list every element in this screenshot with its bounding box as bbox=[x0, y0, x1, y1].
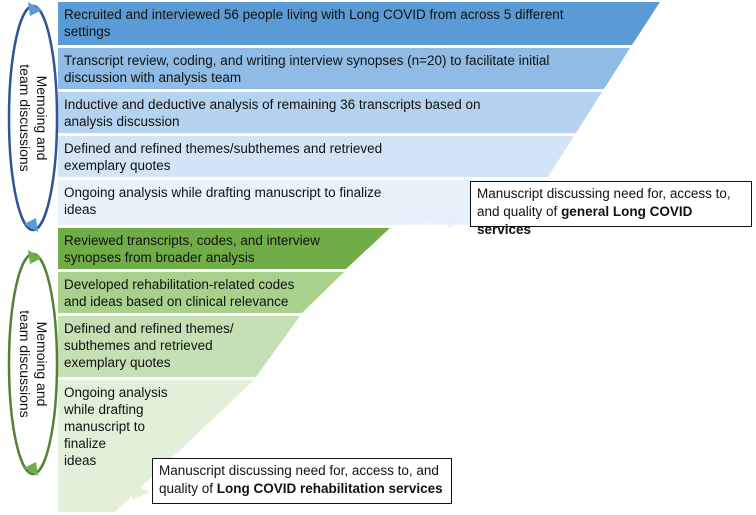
bottom-step-3-line3: exemplary quotes bbox=[64, 355, 171, 370]
bottom-output-box: Manuscript discussing need for, access t… bbox=[152, 458, 452, 504]
bottom-step-1-line1: Reviewed transcripts, codes, and intervi… bbox=[64, 233, 320, 248]
top-step-1-line1: Recruited and interviewed 56 people livi… bbox=[64, 7, 564, 22]
top-step-5: Ongoing analysis while drafting manuscri… bbox=[60, 181, 530, 218]
top-step-5-line2: ideas bbox=[64, 202, 97, 217]
bottom-step-2-line2: and ideas based on clinical relevance bbox=[64, 294, 289, 309]
top-output-box: Manuscript discussing need for, access t… bbox=[470, 181, 752, 237]
top-band-3 bbox=[58, 92, 602, 133]
bottom-step-4-line2: while drafting bbox=[64, 402, 144, 417]
bottom-step-4-line3: manuscript to bbox=[64, 419, 146, 434]
bottom-side-label-line1: Memoing and bbox=[34, 321, 50, 407]
bottom-step-3-line1: Defined and refined themes/ bbox=[64, 321, 234, 336]
bottom-step-3-line2: subthemes and retrieved bbox=[64, 338, 213, 353]
top-side-label: Memoing and team discussions bbox=[16, 55, 50, 181]
top-step-4-line2: exemplary quotes bbox=[64, 158, 171, 173]
bottom-step-4-line5: ideas bbox=[64, 453, 97, 468]
bottom-step-1-line2: synopses from broader analysis bbox=[64, 250, 255, 265]
top-step-5-line1: Ongoing analysis while drafting manuscri… bbox=[64, 185, 382, 200]
bottom-step-3: Defined and refined themes/ subthemes an… bbox=[60, 317, 260, 371]
bottom-output-line2: quality of Long COVID rehabilitation ser… bbox=[159, 480, 445, 498]
top-side-label-line1: Memoing and bbox=[34, 75, 50, 161]
top-step-1-line2: settings bbox=[64, 24, 111, 39]
top-output-line1: Manuscript discussing need for, access t… bbox=[477, 186, 731, 201]
top-step-3-line2: analysis discussion bbox=[64, 114, 180, 129]
top-step-4: Defined and refined themes/subthemes and… bbox=[60, 137, 540, 174]
top-output-line2-plain: and quality of bbox=[477, 204, 562, 219]
bottom-output-line2-bold: Long COVID rehabilitation services bbox=[216, 481, 443, 496]
bottom-step-4-line1: Ongoing analysis bbox=[64, 385, 168, 400]
top-output-line2: and quality of general Long COVID servic… bbox=[477, 203, 745, 239]
bottom-output-line1: Manuscript discussing need for, access t… bbox=[159, 463, 439, 478]
bottom-band-2 bbox=[58, 272, 344, 313]
top-band-4 bbox=[58, 136, 574, 177]
bottom-output-arrow bbox=[100, 478, 150, 500]
bottom-step-2: Developed rehabilitation-related codes a… bbox=[60, 273, 320, 310]
top-loop-arrowhead-top bbox=[28, 2, 42, 16]
bottom-step-4-line4: finalize bbox=[64, 436, 107, 451]
bottom-band-4 bbox=[58, 380, 254, 512]
bottom-band-1 bbox=[58, 228, 390, 269]
bottom-step-1: Reviewed transcripts, codes, and intervi… bbox=[60, 229, 360, 266]
bottom-step-4: Ongoing analysis while drafting manuscri… bbox=[60, 381, 200, 469]
top-step-1: Recruited and interviewed 56 people livi… bbox=[60, 3, 640, 40]
bottom-loop-arrowhead-bottom bbox=[24, 462, 38, 476]
top-band-2 bbox=[58, 48, 630, 89]
top-step-2-line1: Transcript review, coding, and writing i… bbox=[64, 53, 550, 68]
top-loop-arrowhead-bottom bbox=[24, 218, 38, 232]
bottom-side-label-line2: team discussions bbox=[17, 310, 33, 418]
top-band-1 bbox=[58, 2, 660, 45]
bottom-output-line2-plain: quality of bbox=[159, 481, 217, 496]
bottom-step-2-line1: Developed rehabilitation-related codes bbox=[64, 277, 295, 292]
top-side-label-line2: team discussions bbox=[17, 64, 33, 172]
top-step-2: Transcript review, coding, and writing i… bbox=[60, 49, 630, 86]
top-output-arrow bbox=[395, 204, 466, 228]
bottom-band-3 bbox=[58, 316, 300, 377]
bottom-loop-arrowhead-top bbox=[28, 250, 42, 264]
top-step-3: Inductive and deductive analysis of rema… bbox=[60, 93, 580, 130]
top-step-3-line1: Inductive and deductive analysis of rema… bbox=[64, 97, 481, 112]
top-output-line2-bold: general Long COVID services bbox=[477, 204, 693, 237]
top-step-2-line2: discussion with analysis team bbox=[64, 70, 242, 85]
bottom-side-label: Memoing and team discussions bbox=[16, 301, 50, 427]
top-step-4-line1: Defined and refined themes/subthemes and… bbox=[64, 141, 383, 156]
